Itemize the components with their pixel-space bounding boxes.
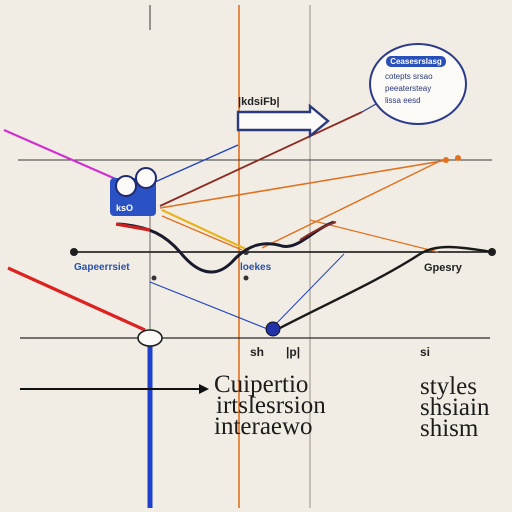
blue-line-low	[269, 253, 345, 331]
callout-heading: Ceasesrslasg	[386, 56, 446, 67]
box-label: |kdsiFb|	[238, 96, 280, 108]
axis-dot-lower-left	[151, 275, 157, 281]
tick-label-si: si	[420, 345, 431, 359]
wave-curve-red-end	[299, 221, 337, 241]
callout-bubble[interactable]: Ceasesrslasg cotepts srsao peeatersteay …	[369, 43, 467, 125]
arrow-right-icon-head	[199, 384, 209, 394]
red-line	[7, 266, 146, 332]
orange-end-dot-2	[455, 155, 461, 161]
gold-line	[161, 209, 249, 251]
heading-left-line-1: Cuipertio	[214, 371, 309, 398]
blue-line-diagonal	[149, 281, 271, 331]
axis-dot-lower-center	[243, 275, 249, 281]
orange-line-top	[159, 159, 449, 209]
heading-right-line-1: styles	[420, 373, 477, 400]
camera-icon-lens-right	[135, 167, 157, 189]
tick-label-sh: sh	[250, 345, 265, 359]
dark-curve-right	[275, 245, 493, 332]
camera-icon-lens-left	[115, 175, 137, 197]
tick-label-p: |p|	[286, 345, 301, 359]
axis-label-right: Gpesry	[424, 262, 462, 274]
heading-right-line-3: shism	[420, 415, 479, 442]
blue-line-badge	[145, 144, 239, 187]
wave-curve-red-start	[115, 222, 151, 232]
axis-dot-left	[70, 248, 78, 256]
axis-label-left: Gapeerrsiet	[74, 262, 130, 273]
arrow-right-icon	[236, 103, 330, 139]
heading-left-line-3: interaewo	[214, 413, 313, 440]
callout-line: lissa eesd	[385, 96, 421, 105]
badge-label: ksO	[116, 203, 134, 213]
wave-curve	[117, 220, 335, 274]
magenta-line	[3, 128, 119, 182]
node-circle-icon	[265, 321, 281, 337]
orange-line-mid	[161, 215, 243, 251]
callout-line: peeatersteay	[385, 84, 432, 93]
brown-line	[159, 111, 363, 207]
axis-label-center: loekes	[240, 262, 272, 273]
heading-left-line-2: irtslesrsion	[216, 392, 326, 419]
callout-connector	[361, 103, 377, 113]
heading-right-line-2: shsiain	[420, 394, 490, 421]
orange-line-rise	[261, 159, 443, 249]
orange-end-dot-1	[443, 157, 449, 163]
node-circle-icon	[137, 329, 163, 347]
callout-line: cotepts srsao	[385, 72, 433, 81]
orange-line-right	[309, 219, 439, 253]
